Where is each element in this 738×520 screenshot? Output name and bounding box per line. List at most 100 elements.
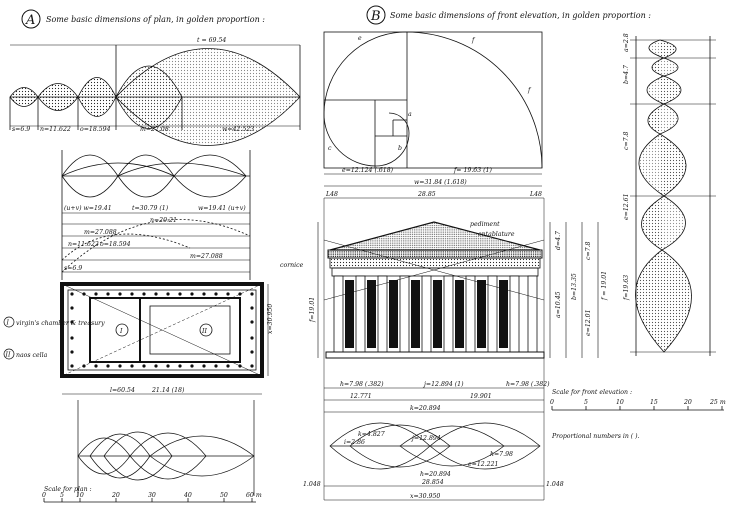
spiral-letter: e [358, 35, 362, 42]
scale-bar-a [43, 498, 256, 503]
bottom-lens-figure [77, 400, 255, 496]
panel-a-badge [21, 9, 41, 29]
side-strip [630, 36, 716, 356]
plan-columns [70, 292, 254, 368]
scale-tick: 40 [183, 492, 192, 499]
bottom-lens-figure-b [329, 422, 541, 470]
legend-two: naos cella [16, 352, 48, 359]
plan-dim-right: x=30.950 [267, 304, 274, 334]
scale-tick: 50 [220, 492, 228, 499]
elev-dim-f: f = 19.01 [601, 271, 608, 301]
mid-label: w=19.41 (u+v) [198, 205, 246, 212]
elev-l-left: L48 [325, 191, 338, 198]
scale-tick: 25 m [709, 399, 726, 406]
strip-label: f=19.63 [623, 275, 630, 301]
scale-tick: 10 [76, 492, 84, 499]
proportional-note: Proportional numbers in ( ). [551, 433, 640, 440]
scale-tick: 10 [616, 399, 624, 406]
spiral-dim-f: f= 19.63 (1) [453, 167, 492, 174]
elev-v1: 12.771 [350, 393, 372, 400]
plan-dim-bottom-r: 21.14 (18) [151, 387, 185, 394]
mid-label: n=20.21 [150, 217, 177, 224]
plan-marker-one [115, 323, 129, 337]
elev-l-right: L48 [529, 191, 542, 198]
plan-marker-two-label: II [201, 328, 207, 335]
elev-dim-a: a=10.45 [555, 291, 562, 318]
scale-tick: 5 [584, 399, 588, 406]
scale-tick: 20 [683, 399, 692, 406]
spiral-letter: f [471, 37, 476, 44]
mid-label: n=11.622 [68, 241, 99, 248]
panel-a-heading: Some basic dimensions of plan, in golden… [46, 15, 265, 24]
spiral-letter: b [398, 145, 402, 152]
temple-elevation: L48 L48 28.85 [317, 191, 599, 500]
golden-spiral [323, 31, 543, 169]
scale-tick: 0 [550, 399, 554, 406]
top-total-label: t = 69.54 [197, 37, 226, 44]
label-entablature: entablature [478, 231, 515, 238]
strip-label: c=7.8 [623, 131, 630, 150]
strip-label: b=4.7 [623, 65, 630, 84]
bottom-side-l: 1.048 [303, 481, 321, 488]
panel-b: B Some basic dimensions of front elevati… [280, 5, 726, 501]
mid-label: (u+v) w=19.41 [64, 205, 112, 212]
scale-caption-a: Scale for plan : [44, 486, 92, 493]
scale-tick: 30 [148, 492, 156, 499]
panel-b-badge [366, 5, 386, 25]
svg-text:I: I [6, 320, 10, 327]
scale-tick: 60 m [246, 492, 262, 499]
top-lens-figure [9, 44, 301, 146]
lower-label: h=20.894 [420, 471, 451, 478]
elev-dim-b: b=13.35 [571, 273, 578, 300]
lower-label: i=2.86 [344, 439, 365, 446]
plan-legend: I virgin's chamber & treasury II naos ce… [3, 316, 105, 360]
elev-width-top: 28.85 [417, 191, 436, 198]
elev-dim-e: e=12.01 [585, 309, 592, 336]
temple-plan [60, 282, 269, 395]
mid-label: o=18.594 [100, 241, 131, 248]
elev-dim-d: d=4.7 [555, 231, 562, 250]
mid-label: s=6.9 [64, 265, 82, 272]
elev-dim-left: f=19.01 [309, 297, 316, 323]
panel-a: A Some basic dimensions of plan, in gold… [3, 9, 301, 503]
spiral-letter: a [408, 111, 412, 118]
elev-v2: 19.901 [470, 393, 492, 400]
strip-label: e=12.61 [623, 193, 630, 220]
elev-j: j=12.894 (1) [422, 381, 464, 388]
panel-b-letter: B [370, 9, 381, 24]
bottom-total: x=30.950 [410, 493, 440, 500]
mid-label: m=27.088 [190, 253, 223, 260]
legend-one: virgin's chamber & treasury [16, 320, 105, 327]
plan-dim-bottom-l: l=60.54 [110, 387, 135, 394]
elev-h-left: h=7.98 (.382) [340, 381, 384, 388]
elev-k: k=20.894 [410, 405, 441, 412]
segment-label: m=27.08 [140, 126, 169, 133]
scale-tick: 5 [60, 492, 64, 499]
segment-label: w=42.523 [222, 126, 254, 133]
segment-label: n=11.622 [40, 126, 71, 133]
segment-label: o=18.594 [80, 126, 111, 133]
scale-tick: 15 [650, 399, 658, 406]
plan-marker-two [199, 323, 213, 337]
segment-label: s=6.9 [12, 126, 30, 133]
scale-tick: 20 [111, 492, 120, 499]
panel-a-letter: A [25, 13, 35, 28]
panel-b-heading: Some basic dimensions of front elevation… [390, 11, 651, 20]
elev-dim-c: c=7.8 [585, 241, 592, 260]
svg-text:II: II [5, 352, 11, 359]
lower-label: j=12.894 [410, 435, 441, 442]
lower-label: k=4.827 [358, 431, 385, 438]
lower-label: e=12.221 [468, 461, 499, 468]
spiral-dim-w: w=31.84 (1.618) [414, 179, 467, 186]
label-pediment: pediment [470, 221, 500, 228]
strip-label: a=2.8 [623, 33, 630, 52]
label-cornice: cornice [280, 262, 304, 269]
mid-label: m=27.088 [84, 229, 117, 236]
spiral-letter: f [527, 87, 532, 94]
scale-caption-b: Scale for front elevation : [552, 389, 632, 396]
bottom-width: 28.854 [421, 479, 444, 486]
elev-h-right: h=7.98 (.382) [506, 381, 550, 388]
scale-bar-b [551, 406, 724, 411]
lower-label: h=7.98 [490, 451, 513, 458]
